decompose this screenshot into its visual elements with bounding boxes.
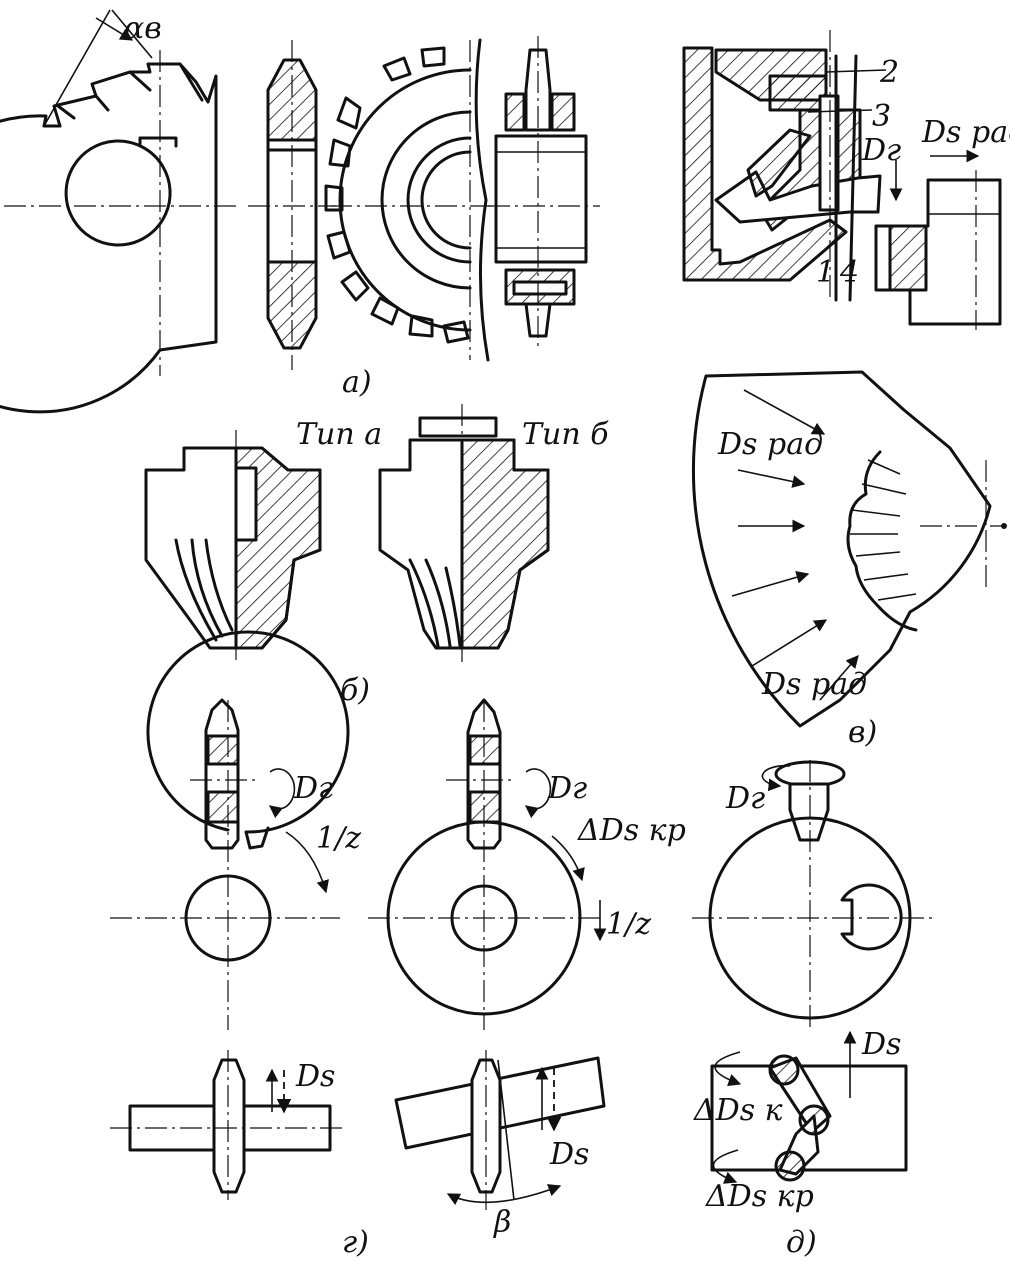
- delta-ds-kr-label-g2: ΔDs кр: [577, 813, 686, 848]
- one-z-label-g1: 1/z: [316, 821, 361, 856]
- panel-g-bottom-middle-projection: Ds β: [394, 1050, 606, 1240]
- panel-b-type-b-cutter: Тип б: [378, 404, 609, 662]
- dr-label-g1: Dг: [293, 771, 333, 806]
- delta-ds-k-label-d: ΔDs к: [693, 1093, 783, 1128]
- panel-g-left-gear-and-cutter: Dг 1/z: [110, 630, 361, 1030]
- beta-label-g: β: [493, 1205, 511, 1240]
- panel-a-disk-cutter-front: αв: [0, 9, 236, 414]
- panel-g-bottom-left-projection: Ds: [110, 1050, 346, 1200]
- ds-rad-label-a: Ds рад: [921, 115, 1010, 150]
- part-1-label: 1: [816, 255, 835, 290]
- panel-a-shaving-fixture: 2 3 1 4 Dг Ds рад: [682, 30, 1010, 330]
- part-3-label: 3: [872, 99, 891, 134]
- dr-label-g2: Dг: [547, 771, 587, 806]
- type-b-label: Тип б: [522, 417, 609, 452]
- ds-label-d: Ds: [861, 1027, 901, 1062]
- type-a-label: Тип а: [296, 417, 382, 452]
- figure-label-d: д): [786, 1225, 817, 1260]
- panel-d-bottom-projection: Ds ΔDs к ΔDs кр: [693, 1027, 908, 1214]
- figure-label-v: в): [848, 715, 877, 750]
- part-2-label: 2: [879, 55, 899, 90]
- panel-a-cutter-side-section: [248, 40, 336, 370]
- panel-a-hob-with-teeth: [324, 38, 496, 362]
- figure-label-g: г): [342, 1225, 369, 1260]
- alpha-v-label: αв: [124, 11, 162, 46]
- delta-ds-kr-label-d: ΔDs кр: [705, 1179, 814, 1214]
- panel-d-gear-and-shaper: Dг: [692, 760, 936, 1030]
- panel-b-type-a-cutter: Тип а: [144, 417, 382, 660]
- panel-v-internal-gear-sector: Ds рад Ds рад: [691, 370, 1007, 728]
- ds-label-g2: Ds: [549, 1137, 589, 1172]
- dr-label-a: Dг: [861, 133, 901, 168]
- one-z-label-g2: 1/z: [606, 907, 651, 942]
- panel-a-hob-side-section: [488, 36, 600, 350]
- part-4-label: 4: [839, 255, 859, 290]
- figure-label-a: а): [342, 365, 372, 400]
- dr-label-d: Dг: [725, 781, 765, 816]
- panel-g-middle-gear-and-cutter: Dг ΔDs кр 1/z: [368, 698, 686, 1030]
- ds-label-g1: Ds: [295, 1059, 335, 1094]
- ds-rad-label-v-bottom: Ds рад: [761, 667, 867, 702]
- ds-rad-label-v-top: Ds рад: [717, 427, 823, 462]
